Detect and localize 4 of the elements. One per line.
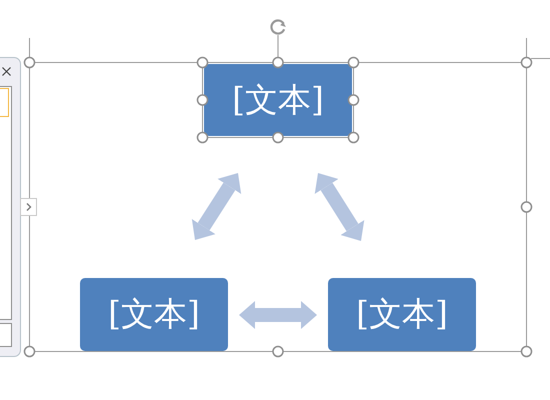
process-box: [文本] [328,278,476,351]
process-box: [文本] [80,278,228,351]
process-box: [文本] [204,64,352,136]
double-headed-arrow [239,301,317,329]
